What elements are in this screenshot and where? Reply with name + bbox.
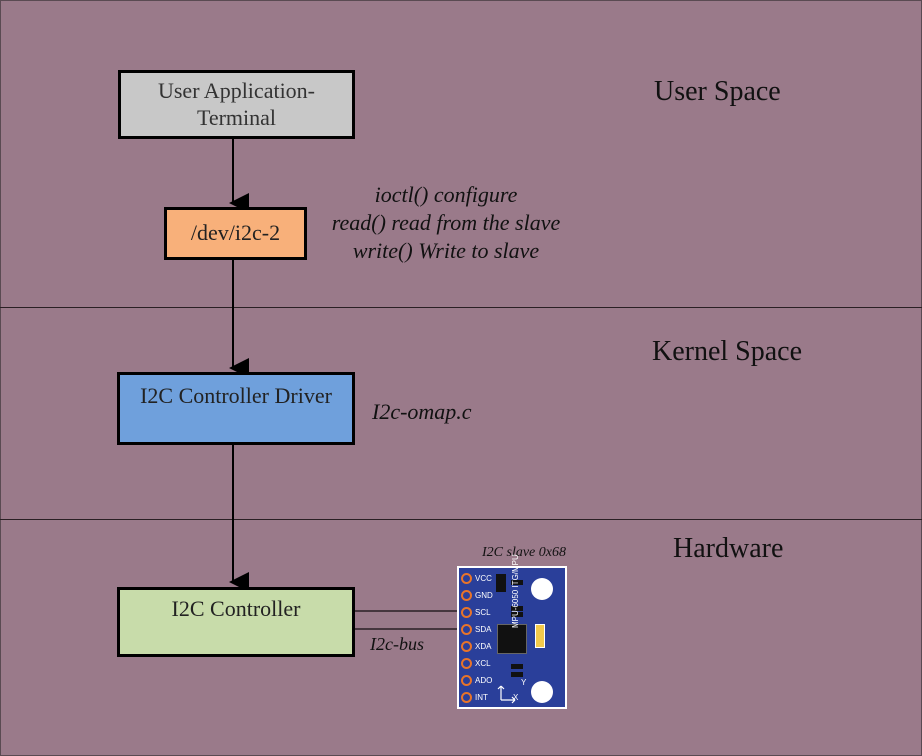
layer-title-kernel-space: Kernel Space [652, 336, 803, 367]
slave-address-note: I2C slave 0x68 [482, 545, 566, 560]
controller-label: I2C Controller [171, 596, 301, 621]
driver-file-note: I2c-omap.c [372, 399, 472, 424]
pin-pad-icon [461, 590, 472, 601]
module-pin-vcc: VCC [461, 573, 492, 584]
dev-node-label: /dev/i2c-2 [190, 220, 281, 246]
pin-pad-icon [461, 692, 472, 703]
pin-label: INT [475, 693, 488, 702]
module-label: MPU-6050 ITG/MPU [511, 554, 520, 628]
driver-box: I2C Controller Driver [117, 372, 355, 445]
pin-label: SDA [475, 625, 492, 634]
module-board: VCC GND SCL SDA XDA XCL ADO INT MPU-6050 ITG/MP… [459, 554, 565, 707]
layer-title-hardware: Hardware [673, 533, 784, 564]
pin-pad-icon [461, 607, 472, 618]
divider-user-kernel [0, 307, 922, 308]
user-application-box: User Application- Terminal [118, 70, 355, 139]
module-pin-gnd: GND [461, 590, 493, 601]
mounting-hole-bottom [531, 681, 553, 703]
mounting-hole-top [531, 578, 553, 600]
axis-arrows-icon [497, 685, 516, 704]
write-note: write() Write to slave [352, 238, 540, 263]
module-pin-xcl: XCL [461, 658, 491, 669]
pin-pad-icon [461, 675, 472, 686]
module-pin-int: INT [461, 692, 488, 703]
mpu6050-module: VCC GND SCL SDA XDA XCL ADO INT MPU-6050 ITG/MP… [457, 554, 567, 709]
pin-label: VCC [475, 574, 492, 583]
pin-pad-icon [461, 573, 472, 584]
resistor-4 [511, 664, 523, 669]
pin-pad-icon [461, 641, 472, 652]
module-pin-ado: ADO [461, 675, 492, 686]
read-note: read() read from the slave [331, 210, 561, 235]
pin-label: XCL [475, 659, 491, 668]
dev-node-box: /dev/i2c-2 [164, 207, 307, 260]
resistor-2 [511, 606, 523, 611]
module-pin-xda: XDA [461, 641, 491, 652]
module-pin-sda: SDA [461, 624, 491, 635]
pin-pad-icon [461, 658, 472, 669]
pin-label: SCL [475, 608, 491, 617]
mpu-chip [497, 624, 527, 654]
pin-label: XDA [475, 642, 492, 651]
resistor-5 [511, 672, 523, 677]
divider-kernel-hardware [0, 519, 922, 520]
user-application-label: User Application- Terminal [157, 78, 316, 130]
resistor-1 [511, 580, 523, 585]
resistor-3 [511, 612, 523, 617]
driver-label: I2C Controller Driver [140, 383, 332, 408]
axis-y-label: Y [521, 678, 527, 687]
pin-label: ADO [475, 676, 493, 685]
pin-pad-icon [461, 624, 472, 635]
module-pin-scl: SCL [461, 607, 491, 618]
ioctl-note: ioctl() configure [374, 182, 518, 207]
capacitor-top [496, 574, 506, 592]
syscall-notes: ioctl() configure read() read from the s… [310, 181, 582, 265]
layer-title-user-space: User Space [654, 76, 781, 107]
controller-box: I2C Controller [117, 587, 355, 657]
axis-x-label: X [513, 693, 519, 702]
pin-label: GND [475, 591, 493, 600]
tantalum-capacitor [535, 624, 545, 648]
bus-note: I2c-bus [370, 634, 424, 654]
